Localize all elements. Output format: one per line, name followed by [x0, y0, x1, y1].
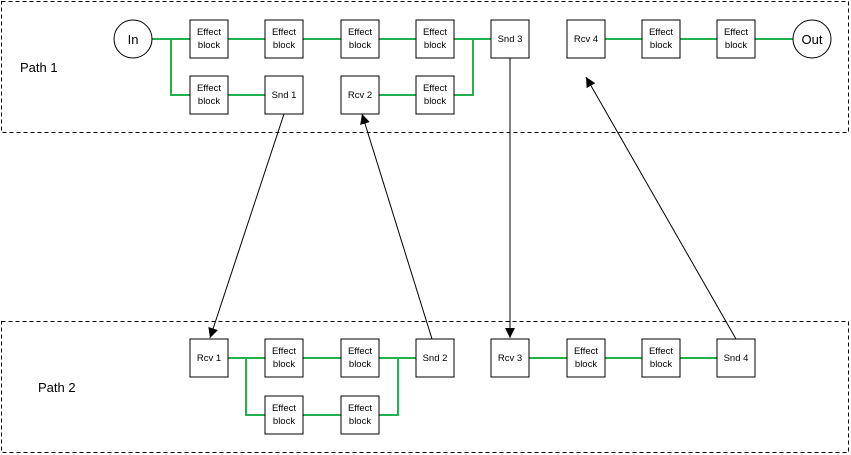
svg-text:Effect: Effect — [724, 27, 748, 38]
svg-text:Effect: Effect — [197, 27, 221, 38]
send-block-3: Snd 3 — [490, 19, 530, 59]
path-2-region — [1, 321, 849, 453]
routing-arrows — [208, 58, 737, 340]
receive-block-2: Rcv 2 — [340, 75, 380, 115]
svg-text:Effect: Effect — [574, 346, 598, 357]
effect-block: Effect block — [340, 395, 380, 435]
svg-text:block: block — [424, 96, 446, 107]
svg-text:block: block — [273, 40, 295, 51]
effect-block: Effect block — [340, 338, 380, 378]
effect-block: Effect block — [566, 338, 606, 378]
input-terminal: In — [113, 19, 153, 59]
effect-block: Effect block — [415, 75, 455, 115]
receive-block-3: Rcv 3 — [490, 338, 530, 378]
svg-text:Effect: Effect — [348, 346, 372, 357]
input-terminal-label: In — [128, 32, 139, 47]
path-1-wires — [152, 38, 794, 96]
effect-block: Effect block — [716, 19, 756, 59]
svg-text:Effect: Effect — [649, 346, 673, 357]
svg-text:Effect: Effect — [649, 27, 673, 38]
svg-text:block: block — [198, 96, 220, 107]
arrow-snd4-to-rcv4 — [585, 76, 737, 340]
svg-text:Snd 1: Snd 1 — [272, 90, 297, 101]
arrow-snd2-to-rcv2 — [360, 113, 433, 340]
receive-block-4: Rcv 4 — [566, 19, 606, 59]
svg-text:Effect: Effect — [197, 83, 221, 94]
svg-text:Effect: Effect — [423, 27, 447, 38]
svg-text:block: block — [725, 40, 747, 51]
effect-block: Effect block — [189, 75, 229, 115]
svg-text:block: block — [273, 416, 295, 427]
effect-block: Effect block — [415, 19, 455, 59]
path-2-wires — [228, 357, 717, 416]
path-2-label: Path 2 — [38, 380, 76, 395]
effect-block: Effect block — [189, 19, 229, 59]
svg-text:Rcv 2: Rcv 2 — [348, 90, 372, 101]
svg-text:block: block — [650, 40, 672, 51]
send-block-4: Snd 4 — [716, 338, 756, 378]
effect-block: Effect block — [641, 338, 681, 378]
svg-text:block: block — [575, 359, 597, 370]
svg-text:Rcv 4: Rcv 4 — [574, 34, 598, 45]
svg-text:Rcv 3: Rcv 3 — [498, 353, 522, 364]
svg-text:Snd 2: Snd 2 — [423, 353, 448, 364]
svg-text:Effect: Effect — [272, 27, 296, 38]
effect-block: Effect block — [264, 19, 304, 59]
svg-text:Rcv 1: Rcv 1 — [197, 353, 221, 364]
send-block-1: Snd 1 — [264, 75, 304, 115]
svg-text:block: block — [198, 40, 220, 51]
output-terminal: Out — [792, 19, 832, 59]
svg-text:block: block — [273, 359, 295, 370]
output-terminal-label: Out — [802, 32, 823, 47]
effect-block: Effect block — [264, 338, 304, 378]
svg-text:block: block — [349, 416, 371, 427]
send-block-2: Snd 2 — [415, 338, 455, 378]
path-1-region — [1, 1, 849, 133]
arrow-snd1-to-rcv1 — [208, 113, 285, 339]
svg-text:Effect: Effect — [423, 83, 447, 94]
path-1-label: Path 1 — [20, 60, 58, 75]
svg-text:Effect: Effect — [272, 346, 296, 357]
svg-text:Effect: Effect — [348, 27, 372, 38]
svg-text:block: block — [424, 40, 446, 51]
svg-text:Effect: Effect — [272, 403, 296, 414]
svg-text:block: block — [650, 359, 672, 370]
svg-text:block: block — [349, 359, 371, 370]
effect-block: Effect block — [641, 19, 681, 59]
effect-block: Effect block — [264, 395, 304, 435]
svg-text:block: block — [349, 40, 371, 51]
svg-text:Effect: Effect — [348, 403, 372, 414]
svg-text:Snd 4: Snd 4 — [724, 353, 749, 364]
svg-text:Snd 3: Snd 3 — [498, 34, 523, 45]
effect-block: Effect block — [340, 19, 380, 59]
receive-block-1: Rcv 1 — [189, 338, 229, 378]
